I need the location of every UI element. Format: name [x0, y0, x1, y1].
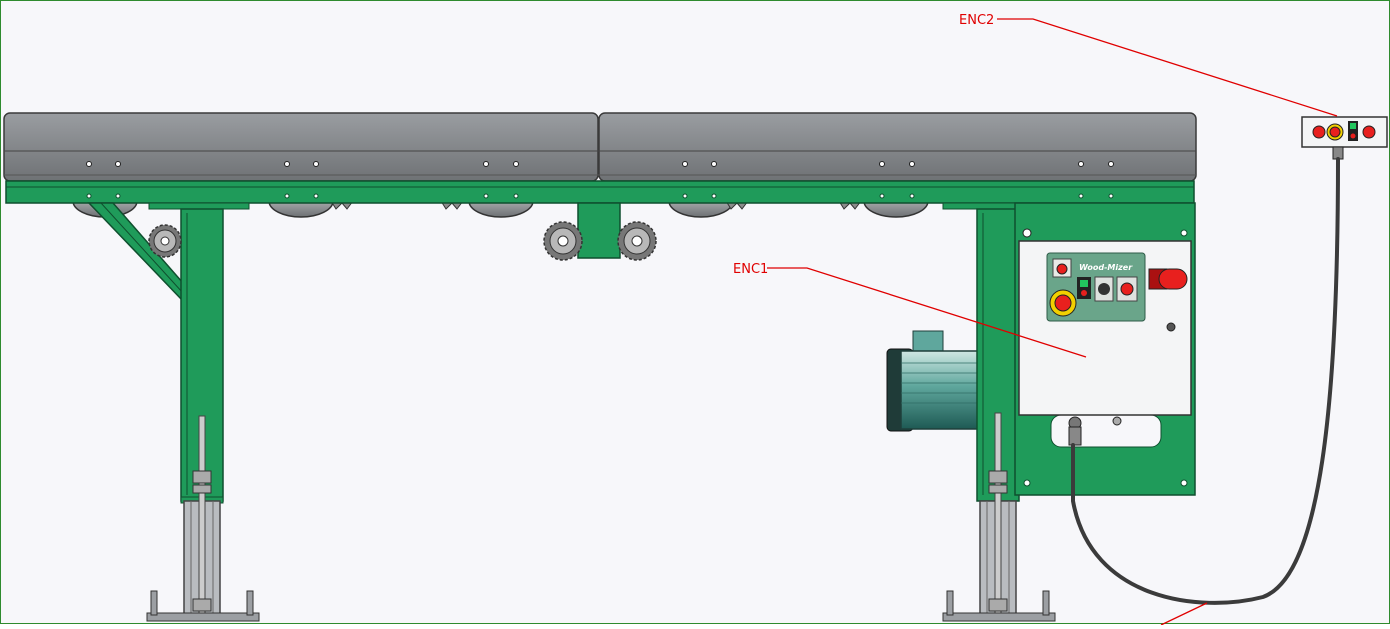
pendant-cable — [1071, 157, 1340, 605]
sprocket-left — [148, 224, 182, 258]
motor — [886, 330, 982, 432]
callout-enc2: ENC2 — [959, 13, 994, 28]
callout-leaders — [767, 18, 1338, 626]
callout-enc1: ENC1 — [733, 262, 768, 277]
enclosure-enc1 — [1018, 228, 1192, 446]
roller-deck — [3, 112, 1197, 182]
center-drive — [543, 202, 657, 261]
enclosure-enc2 — [1301, 116, 1388, 160]
left-leg — [87, 202, 260, 622]
brand-logo: Wood-Mizer — [1079, 263, 1133, 272]
